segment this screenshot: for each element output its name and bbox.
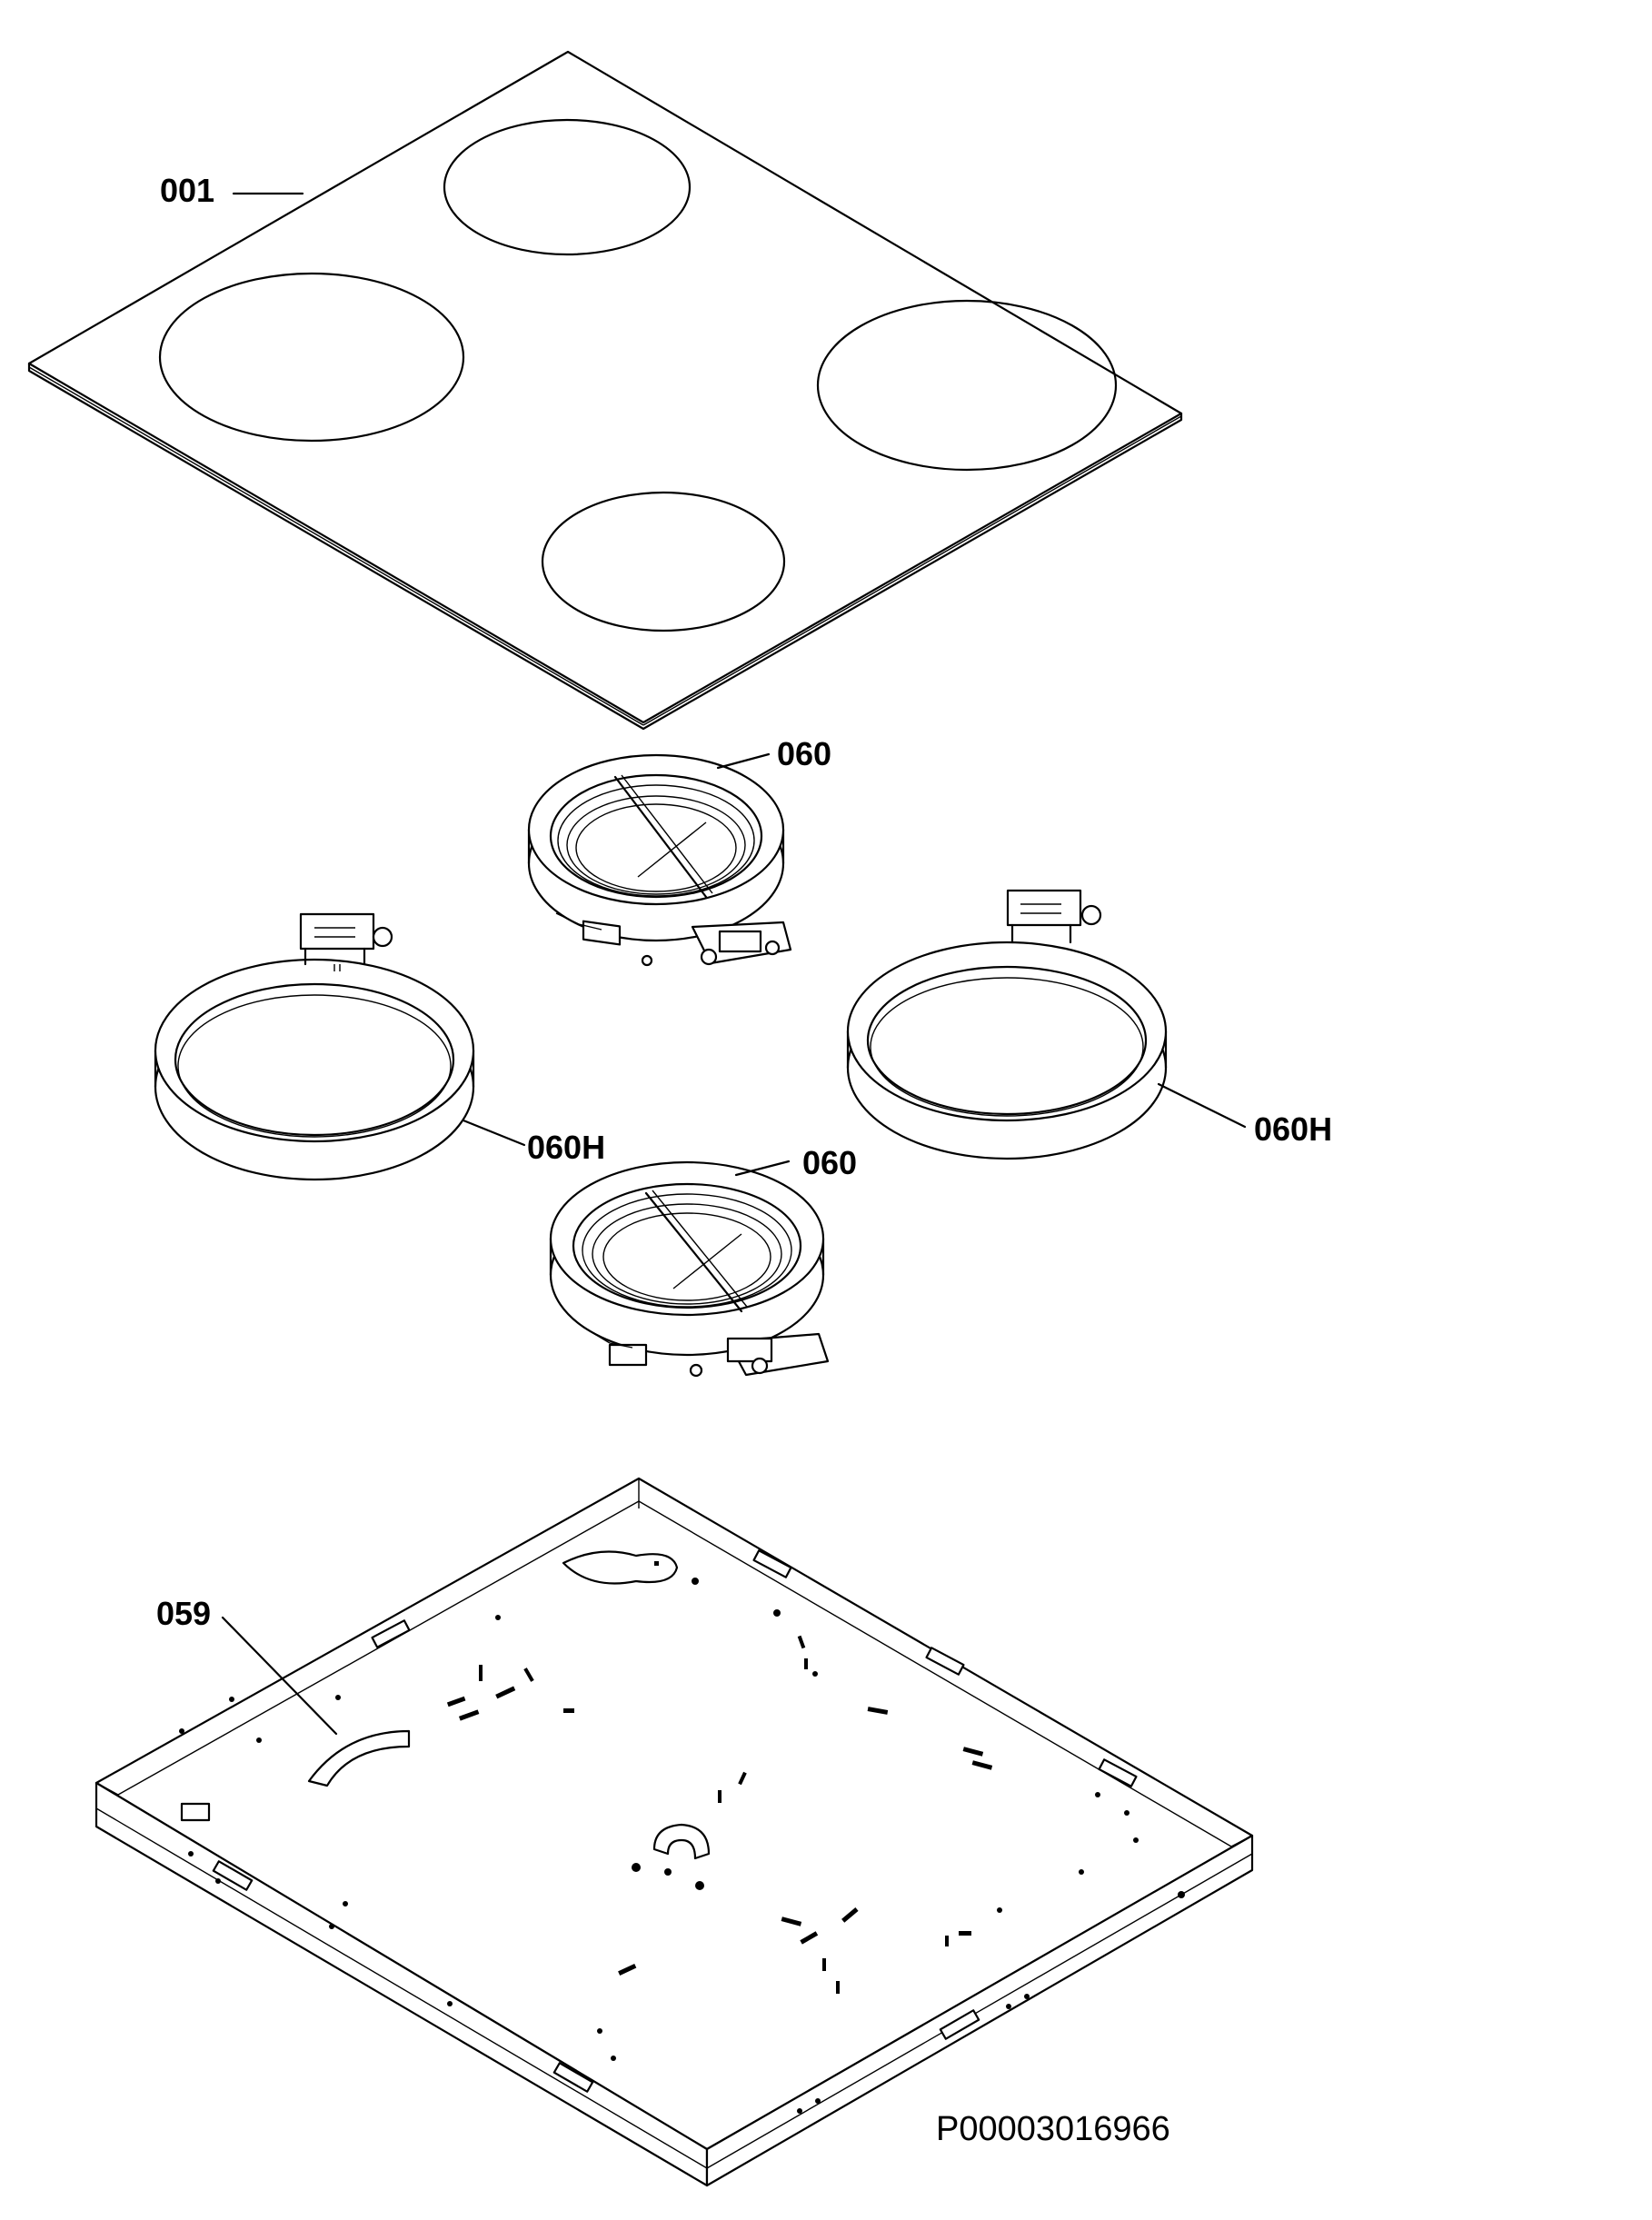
leader-lines [221,192,1247,1736]
radiant-element-front [549,1160,830,1378]
cooktop-glass-plate [27,50,1183,731]
label-heating-element-front: 060 [802,1144,857,1181]
callout-labels: 001 060 060H 060H 060 059 [156,172,1332,1632]
radiant-element-rear [527,753,792,967]
cooking-zone-rear [443,118,692,256]
label-cooktop-glass: 001 [160,172,214,209]
label-heating-element-right: 060H [1254,1110,1332,1148]
radiant-element-left [154,912,475,1181]
label-base-tray: 059 [156,1595,211,1632]
tray-holes-slots [179,1561,1185,2114]
cooking-zone-front [541,491,786,632]
document-id: P00003016966 [936,2110,1170,2148]
cooking-zone-left [158,272,465,443]
cooking-zone-right [816,299,1118,472]
label-heating-element-rear: 060 [777,735,831,772]
cooking-zone-markings [158,118,1118,632]
radiant-element-right [846,889,1168,1160]
base-tray [95,1477,1254,2187]
label-heating-element-left: 060H [527,1129,605,1166]
